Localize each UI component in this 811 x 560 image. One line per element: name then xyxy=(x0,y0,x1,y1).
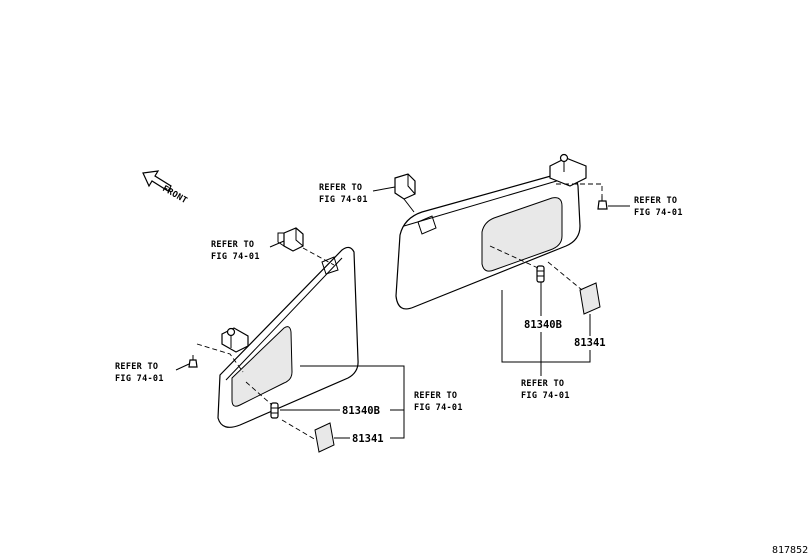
right-lamp-part-number: 81340B xyxy=(524,319,562,331)
right-holder-leader xyxy=(372,186,396,192)
right-lamp-lens-icon xyxy=(579,282,601,315)
right-group-ref-line2: FIG 74-01 xyxy=(521,391,570,401)
right-clip-ref-line1: REFER TO xyxy=(634,196,677,206)
right-screw-icon xyxy=(597,196,608,210)
right-lens-dashline xyxy=(547,261,583,291)
left-visor-holder-icon xyxy=(277,227,304,252)
left-clip-ref-line1: REFER TO xyxy=(115,362,158,372)
left-bulb-dashline xyxy=(245,381,273,406)
right-lamp-bulb-icon xyxy=(536,265,545,283)
left-holder-ref-line1: REFER TO xyxy=(211,240,254,250)
right-holder-support xyxy=(403,198,415,213)
illustration-number: 817852 xyxy=(772,545,808,556)
left-visor-bracket-icon xyxy=(221,327,249,353)
right-bulb-dashline xyxy=(489,245,539,269)
right-group-ref-line1: REFER TO xyxy=(521,379,564,389)
left-group-ref-line2: FIG 74-01 xyxy=(414,403,463,413)
left-lamp-lens-icon xyxy=(314,422,335,453)
left-holder-leader xyxy=(269,240,285,248)
left-clip-ref-line2: FIG 74-01 xyxy=(115,374,164,384)
right-sun-visor xyxy=(395,172,581,310)
left-screw-leader xyxy=(175,363,190,371)
left-lens-part-number: 81341 xyxy=(352,433,384,445)
left-lamp-bulb-icon xyxy=(270,402,279,419)
front-label: FRONT xyxy=(161,184,189,206)
left-group-bracket xyxy=(300,365,405,439)
left-holder-ref-line2: FIG 74-01 xyxy=(211,252,260,262)
left-lamp-part-number: 81340B xyxy=(342,405,380,417)
right-holder-ref-line1: REFER TO xyxy=(319,183,362,193)
front-arrow-icon xyxy=(142,170,172,192)
right-lens-part-number: 81341 xyxy=(574,337,606,349)
left-screw-icon xyxy=(188,355,198,368)
left-sun-visor xyxy=(217,246,359,428)
left-group-ref-line1: REFER TO xyxy=(414,391,457,401)
right-group-bracket xyxy=(501,290,591,376)
right-visor-holder-icon xyxy=(394,173,416,200)
right-clip-ref-line2: FIG 74-01 xyxy=(634,208,683,218)
left-holder-dashline xyxy=(302,247,335,266)
left-bracket-dashline xyxy=(196,343,244,373)
right-holder-ref-line2: FIG 74-01 xyxy=(319,195,368,205)
left-lens-dashline xyxy=(281,419,317,441)
right-visor-bracket-icon xyxy=(549,153,587,187)
